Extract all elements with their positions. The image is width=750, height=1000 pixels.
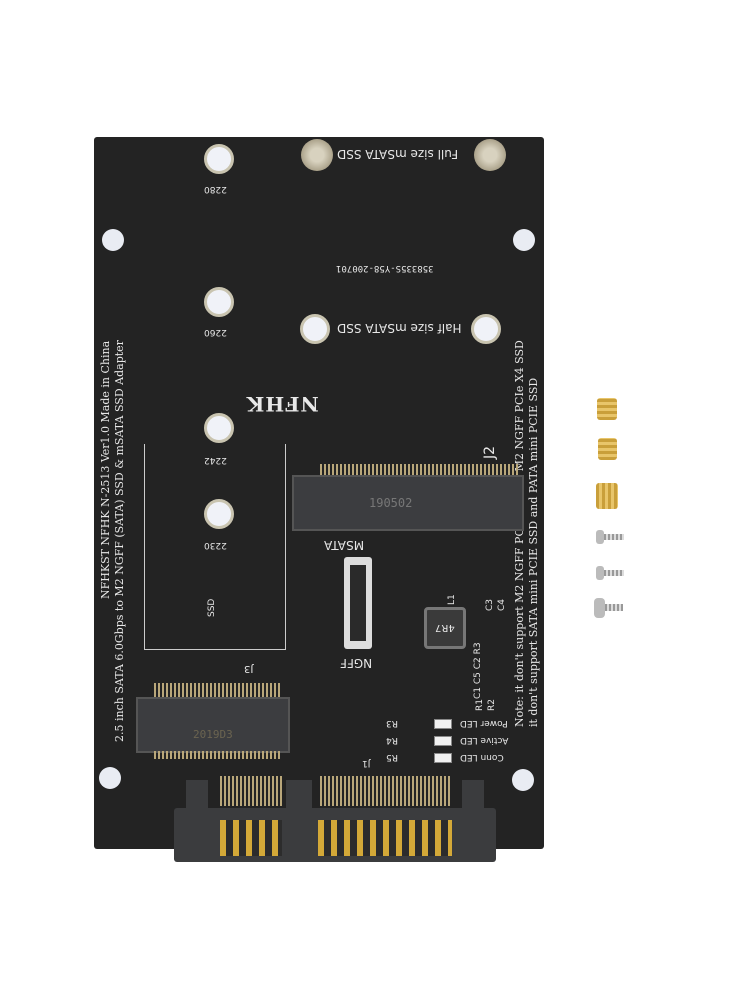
m2-card-outline xyxy=(144,444,286,650)
brass-standoff xyxy=(596,483,618,509)
ssd-arrow-label: SSD xyxy=(207,598,217,617)
active-led xyxy=(434,736,452,746)
full-size-label: Full size mSATA SSD xyxy=(337,147,459,161)
note-line1: Note: it don't support M2 NGFF PCIe X2 a… xyxy=(513,340,526,727)
half-size-label: Half size mSATA SSD xyxy=(337,321,462,335)
cap-ref: C3 xyxy=(485,598,495,611)
sata-key xyxy=(186,780,208,820)
pcb-adapter-board: Full size mSATA SSD Half size mSATA SSD … xyxy=(94,137,544,849)
screw-icon xyxy=(301,139,333,171)
screw-icon xyxy=(596,566,626,580)
note-line2: it don't support SATA mini PCIE SSD and … xyxy=(527,377,540,727)
screw-icon xyxy=(474,139,506,171)
j3-pins xyxy=(154,751,282,759)
j2-pins xyxy=(320,464,520,476)
screw-icon xyxy=(594,598,626,618)
j2-label: J2 xyxy=(482,445,498,459)
standoff-hole-half xyxy=(471,314,501,344)
msata-label: MSATA xyxy=(324,538,365,552)
brand-logo: NFHK xyxy=(246,392,319,416)
ngff-label: NGFF xyxy=(340,656,373,670)
cap-ref: C4 xyxy=(497,598,507,611)
sata-data-contacts xyxy=(220,820,282,856)
standoff-hole-2242 xyxy=(204,413,234,443)
j1-label: J1 xyxy=(362,758,371,768)
j3-label: J3 xyxy=(244,663,254,674)
connector-marking: 2019D3 xyxy=(193,728,233,741)
led-resistor-ref: R4 xyxy=(386,735,398,745)
mounting-hole xyxy=(512,769,534,791)
mounting-hole xyxy=(513,229,535,251)
board-title-line2: 2.5 inch SATA 6.0Gbps to M2 NGFF (SATA) … xyxy=(113,340,126,742)
power-led xyxy=(434,719,452,729)
inductor: 4R7 xyxy=(424,607,466,649)
screw-icon xyxy=(596,530,626,544)
mode-switch[interactable] xyxy=(344,557,372,649)
j3-pins xyxy=(154,683,282,697)
hole-label: 2260 xyxy=(204,327,227,337)
sata-key xyxy=(462,780,484,820)
conn-led xyxy=(434,753,452,763)
board-title-line1: NFHKST NFHK N-2513 Ver1.0 Made in China xyxy=(99,340,112,599)
inductor-ref: L1 xyxy=(447,594,457,605)
sata-connector xyxy=(174,770,496,862)
led-label: Power LED xyxy=(460,718,508,728)
standoff-hole-2280 xyxy=(204,144,234,174)
led-resistor-ref: R3 xyxy=(386,718,398,728)
led-resistor-ref: R5 xyxy=(386,752,398,762)
sata-data-pins xyxy=(220,776,282,806)
brass-standoff xyxy=(597,398,617,420)
j3-m2-connector: 2019D3 xyxy=(136,697,290,753)
sata-power-pins xyxy=(320,776,452,806)
hole-label: 2280 xyxy=(204,184,227,194)
small-refs: C1 C5 C2 R3 xyxy=(473,642,483,699)
standoff-hole-2230 xyxy=(204,499,234,529)
mounting-hole xyxy=(99,767,121,789)
resistor-ref: R1 xyxy=(475,699,485,711)
serial-number: 358335S-Y58-200701 xyxy=(336,263,434,273)
sata-key xyxy=(286,780,312,820)
mounting-hole xyxy=(102,229,124,251)
standoff-hole-2260 xyxy=(204,287,234,317)
connector-marking: 190502 xyxy=(369,496,413,510)
brass-standoff xyxy=(598,438,617,460)
sata-power-contacts xyxy=(318,820,452,856)
j2-msata-connector: 190502 xyxy=(292,475,524,531)
resistor-ref: R2 xyxy=(487,699,497,711)
led-label: Conn LED xyxy=(460,752,504,762)
led-label: Active LED xyxy=(460,735,509,745)
standoff-hole-half xyxy=(300,314,330,344)
